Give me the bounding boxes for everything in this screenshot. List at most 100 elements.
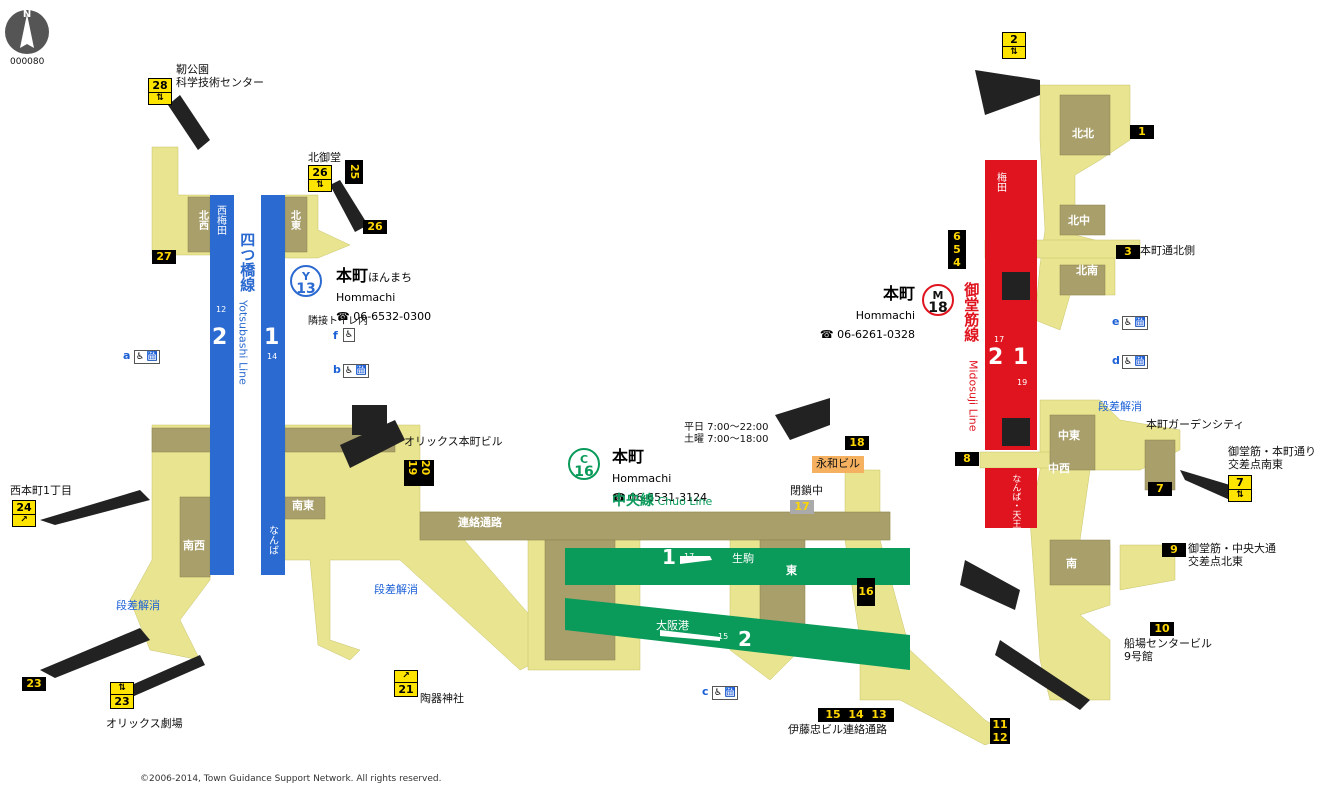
yotsubashi-line-name-en: Yotsubashi Line bbox=[236, 300, 250, 385]
area-hokusei: 北西 bbox=[196, 210, 208, 230]
facility-d[interactable]: d bbox=[1112, 354, 1120, 367]
exit-14[interactable]: 14 bbox=[848, 708, 864, 721]
exit-2[interactable]: 2 bbox=[1010, 33, 1018, 46]
midosuji-dir-down: なんば・天王寺 bbox=[1010, 474, 1021, 537]
elevator-exit-2[interactable]: 2⇅ bbox=[1002, 32, 1026, 59]
exit-13[interactable]: 13 bbox=[871, 708, 887, 721]
label-adjacent-toilet: 隣接トイレ内 bbox=[308, 316, 368, 327]
north-label: N bbox=[23, 9, 31, 20]
area-nanto: 南東 bbox=[292, 499, 314, 512]
chuo-next1: 17 bbox=[684, 552, 695, 561]
exit-19[interactable]: 19 bbox=[406, 460, 419, 476]
exit-26b[interactable]: 26 bbox=[363, 220, 387, 234]
midosuji-track1: 1 bbox=[1013, 345, 1029, 370]
exit-7[interactable]: 7 bbox=[1148, 482, 1172, 496]
chuo-track1: 1 bbox=[662, 545, 676, 569]
exit-8[interactable]: 8 bbox=[955, 452, 979, 466]
area-nansei: 南西 bbox=[183, 539, 205, 552]
exit-12[interactable]: 12 bbox=[992, 731, 1008, 744]
exit-19-20[interactable]: 1920 bbox=[404, 460, 434, 486]
facility-box-e[interactable]: ♿ 🛗 bbox=[1122, 316, 1149, 330]
label-dansa-1: 段差解消 bbox=[116, 599, 160, 612]
elevator-icon: ⇅ bbox=[118, 683, 126, 693]
elevator-exit-7[interactable]: 7⇅ bbox=[1228, 475, 1252, 502]
facility-b[interactable]: b bbox=[333, 363, 341, 376]
label-exit-28: 靭公園 科学技術センター bbox=[176, 63, 264, 89]
exit-3[interactable]: 3 bbox=[1116, 245, 1140, 259]
yotsubashi-track2: 2 bbox=[212, 325, 228, 350]
elevator-exit-28[interactable]: 28⇅ bbox=[148, 78, 172, 105]
area-chusei: 中西 bbox=[1048, 462, 1070, 475]
yotsubashi-track1: 1 bbox=[264, 325, 280, 350]
chuo-dir1: 生駒 bbox=[732, 552, 754, 565]
exit-17[interactable]: 17 bbox=[790, 500, 814, 514]
facility-box-f[interactable]: ♿ bbox=[343, 328, 356, 342]
facility-box-a[interactable]: ♿ 🛗 bbox=[134, 350, 161, 364]
facility-box-d[interactable]: ♿ 🛗 bbox=[1122, 355, 1149, 369]
yotsubashi-code-badge: Y 13 bbox=[290, 265, 322, 297]
yotsubashi-next-up: 12 bbox=[216, 305, 227, 314]
escalator-exit-21[interactable]: ↗21 bbox=[394, 670, 418, 697]
chuo-line-name-jp: 中央線 bbox=[612, 493, 654, 509]
exit-15[interactable]: 15 bbox=[825, 708, 841, 721]
midosuji-code-num: 18 bbox=[928, 300, 948, 316]
facility-box-c[interactable]: ♿ 🛗 bbox=[712, 686, 739, 700]
exit-11[interactable]: 11 bbox=[992, 718, 1008, 731]
exit-21[interactable]: 21 bbox=[395, 682, 417, 696]
exit-23b[interactable]: 23 bbox=[111, 694, 133, 708]
elevator-icon: ⇅ bbox=[309, 179, 331, 191]
exit-6[interactable]: 6 bbox=[953, 230, 961, 243]
exit-5[interactable]: 5 bbox=[953, 243, 961, 256]
area-kitanaka: 北中 bbox=[1068, 214, 1090, 227]
exit-28[interactable]: 28 bbox=[152, 79, 168, 92]
facility-c[interactable]: c bbox=[702, 685, 709, 698]
label-exit-21: 陶器神社 bbox=[420, 692, 464, 705]
yotsubashi-line-name-jp: 四つ橋線 bbox=[238, 232, 257, 292]
yotsubashi-dir-up: 西梅田 bbox=[214, 205, 226, 235]
midosuji-station-name: 本町 bbox=[882, 284, 915, 303]
facility-f[interactable]: f bbox=[333, 329, 338, 342]
label-dansa-3: 段差解消 bbox=[1098, 400, 1142, 413]
yotsubashi-code-num: 13 bbox=[296, 281, 316, 297]
label-garden-city: 本町ガーデンシティ bbox=[1146, 418, 1245, 431]
chuo-line-name-en: Chuo Line bbox=[657, 495, 713, 508]
exit-26[interactable]: 26 bbox=[312, 166, 328, 179]
exit-27[interactable]: 27 bbox=[152, 250, 176, 264]
facility-e[interactable]: e bbox=[1112, 315, 1120, 328]
exit-1[interactable]: 1 bbox=[1130, 125, 1154, 139]
midosuji-next-down: 19 bbox=[1017, 378, 1028, 387]
elevator-icon: ⇅ bbox=[149, 92, 171, 104]
facility-box-b[interactable]: ♿ 🛗 bbox=[343, 364, 370, 378]
label-hours: 平日 7:00～22:00 土曜 7:00～18:00 bbox=[684, 422, 769, 445]
stair-blocks bbox=[40, 70, 1230, 710]
north-arrow-icon bbox=[5, 10, 49, 54]
exit-10[interactable]: 10 bbox=[1150, 622, 1174, 636]
chuo-direction-arrows bbox=[660, 556, 720, 641]
elevator-exit-23[interactable]: ⇅23 bbox=[110, 682, 134, 709]
escalator-exit-24[interactable]: 24↗ bbox=[12, 500, 36, 527]
label-exit-13: 伊藤忠ビル連絡通路 bbox=[788, 723, 887, 736]
yotsubashi-station-info: 本町ほんまち Hommachi ☎ 06-6532-0300 bbox=[336, 262, 431, 324]
exit-16[interactable]: 16 bbox=[857, 578, 875, 606]
exit-9[interactable]: 9 bbox=[1162, 543, 1186, 557]
exit-4[interactable]: 4 bbox=[953, 256, 961, 269]
facility-a[interactable]: a bbox=[123, 349, 131, 362]
exit-24[interactable]: 24 bbox=[16, 501, 32, 514]
chuo-station-romaji: Hommachi bbox=[612, 472, 672, 485]
exit-25[interactable]: 25 bbox=[345, 160, 363, 184]
exit-15-14-13[interactable]: 15 14 13 bbox=[818, 708, 894, 722]
exit-20[interactable]: 20 bbox=[419, 460, 432, 476]
exit-23a[interactable]: 23 bbox=[22, 677, 46, 691]
area-kitakita: 北北 bbox=[1072, 127, 1094, 140]
chuo-dir2: 大阪港 bbox=[656, 619, 689, 632]
area-hokuto: 北東 bbox=[288, 210, 300, 230]
elevator-exit-26[interactable]: 26⇅ bbox=[308, 165, 332, 192]
midosuji-line-name-jp: 御堂筋線 bbox=[962, 282, 981, 342]
exit-7b[interactable]: 7 bbox=[1236, 476, 1244, 489]
label-exit-3: 本町通北側 bbox=[1140, 244, 1195, 257]
exit-18[interactable]: 18 bbox=[845, 436, 869, 450]
copyright: ©2006-2014, Town Guidance Support Networ… bbox=[140, 774, 442, 784]
